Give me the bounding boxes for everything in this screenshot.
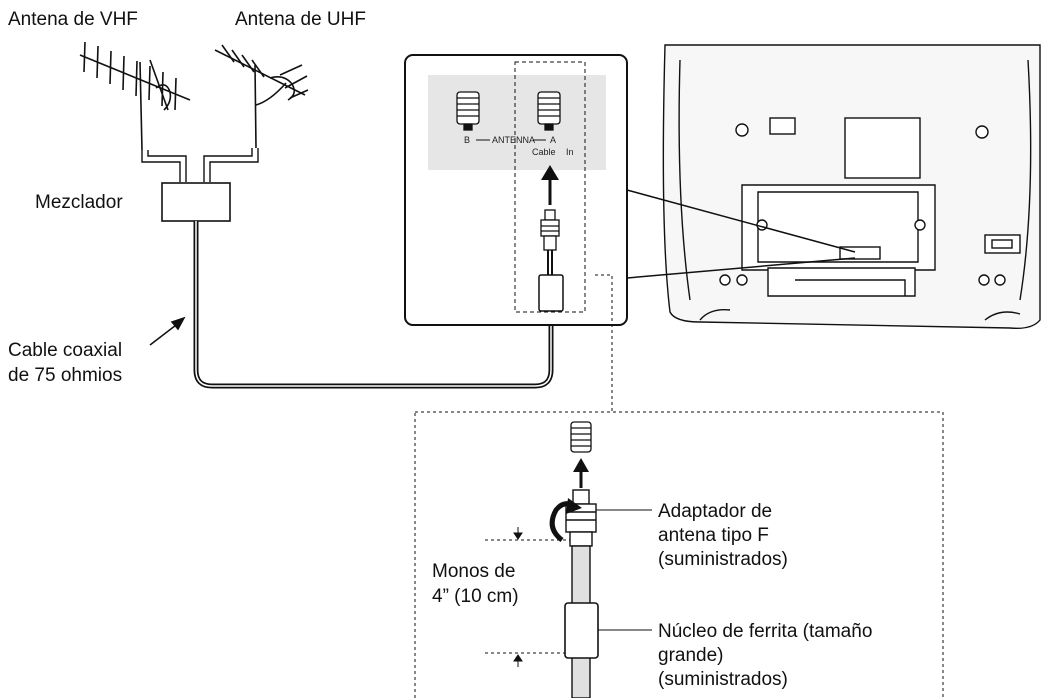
ferrite-label-line2: grande)	[658, 645, 724, 666]
mixer-label: Mezclador	[35, 192, 123, 213]
detail-box	[414, 411, 944, 698]
cable-label: Cable	[532, 147, 556, 157]
in-label: In	[566, 147, 574, 157]
ferrite-core-icon	[538, 274, 564, 312]
vhf-antenna-label: Antena de VHF	[8, 9, 138, 30]
terminal-gray-area	[428, 75, 606, 170]
terminal-b-label: B	[464, 135, 470, 145]
f-connector-plug-icon	[540, 209, 560, 275]
terminal-a-label: A	[550, 135, 556, 145]
distance-markers	[485, 527, 570, 667]
adapter-label-line2: antena tipo F	[658, 525, 769, 546]
adapter-label-line1: Adaptador de	[658, 501, 773, 522]
tv-rear-panel	[662, 44, 1041, 330]
detail-link-dashes	[595, 274, 613, 412]
coax-label-line2: de 75 ohmios	[8, 365, 123, 386]
terminal-b-connector-icon	[456, 91, 480, 131]
detail-terminal-icon	[570, 421, 592, 453]
terminal-a-highlight	[514, 61, 586, 313]
distance-label-line2: 4” (10 cm)	[432, 586, 519, 607]
mixer-box	[161, 182, 231, 222]
ferrite-label-line3: (suministrados)	[658, 669, 788, 690]
terminal-antenna-label: ANTENNA	[492, 135, 535, 145]
adapter-label-line3: (suministrados)	[658, 549, 788, 570]
antenna-lead-wires	[141, 148, 259, 182]
ferrite-label-line1: Núcleo de ferrita (tamaño	[658, 621, 873, 642]
terminal-a-connector-icon	[537, 91, 561, 131]
uhf-antenna-label: Antena de UHF	[235, 9, 366, 30]
detail-f-adapter-icon	[565, 489, 597, 547]
detail-ferrite-core-icon	[564, 602, 599, 659]
detail-insert-arrow-icon	[573, 458, 589, 488]
zoom-lines	[626, 189, 856, 279]
coax-label-line1: Cable coaxial	[8, 340, 123, 361]
vhf-antenna-icon	[79, 41, 191, 151]
insert-arrow-icon	[541, 165, 559, 205]
distance-label-line1: Monos de	[432, 561, 516, 582]
uhf-antenna-icon	[214, 44, 309, 149]
coax-pointer-arrow	[149, 316, 186, 346]
